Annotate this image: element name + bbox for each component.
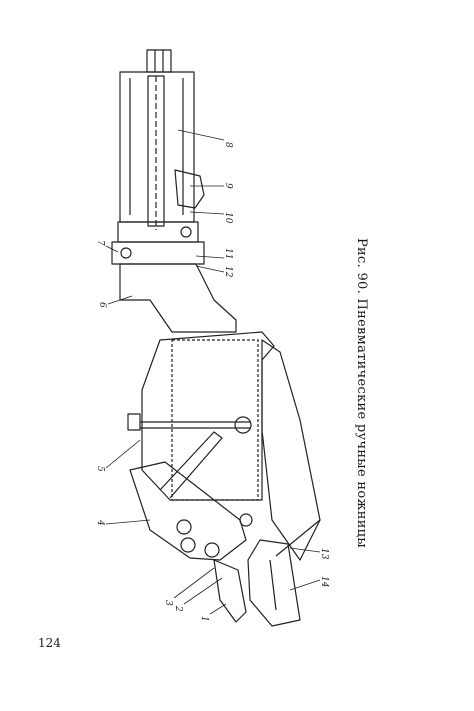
page-number: 124 (38, 636, 61, 650)
label-4: 4 (95, 519, 105, 526)
label-6: 6 (97, 302, 107, 308)
figure-caption: Рис. 90. Пневматические ручные ножницы (354, 238, 369, 548)
label-3: 3 (163, 600, 173, 606)
label-12: 12 (223, 266, 233, 278)
label-2: 2 (173, 605, 183, 612)
label-7: 7 (95, 240, 105, 246)
label-13: 13 (319, 548, 329, 560)
label-5: 5 (95, 466, 105, 472)
label-10: 10 (223, 212, 233, 224)
label-9: 9 (223, 183, 233, 189)
bolt-head (146, 49, 172, 73)
label-11: 11 (223, 248, 233, 259)
label-14: 14 (319, 576, 329, 588)
label-1: 1 (199, 616, 209, 622)
label-8: 8 (223, 142, 233, 148)
